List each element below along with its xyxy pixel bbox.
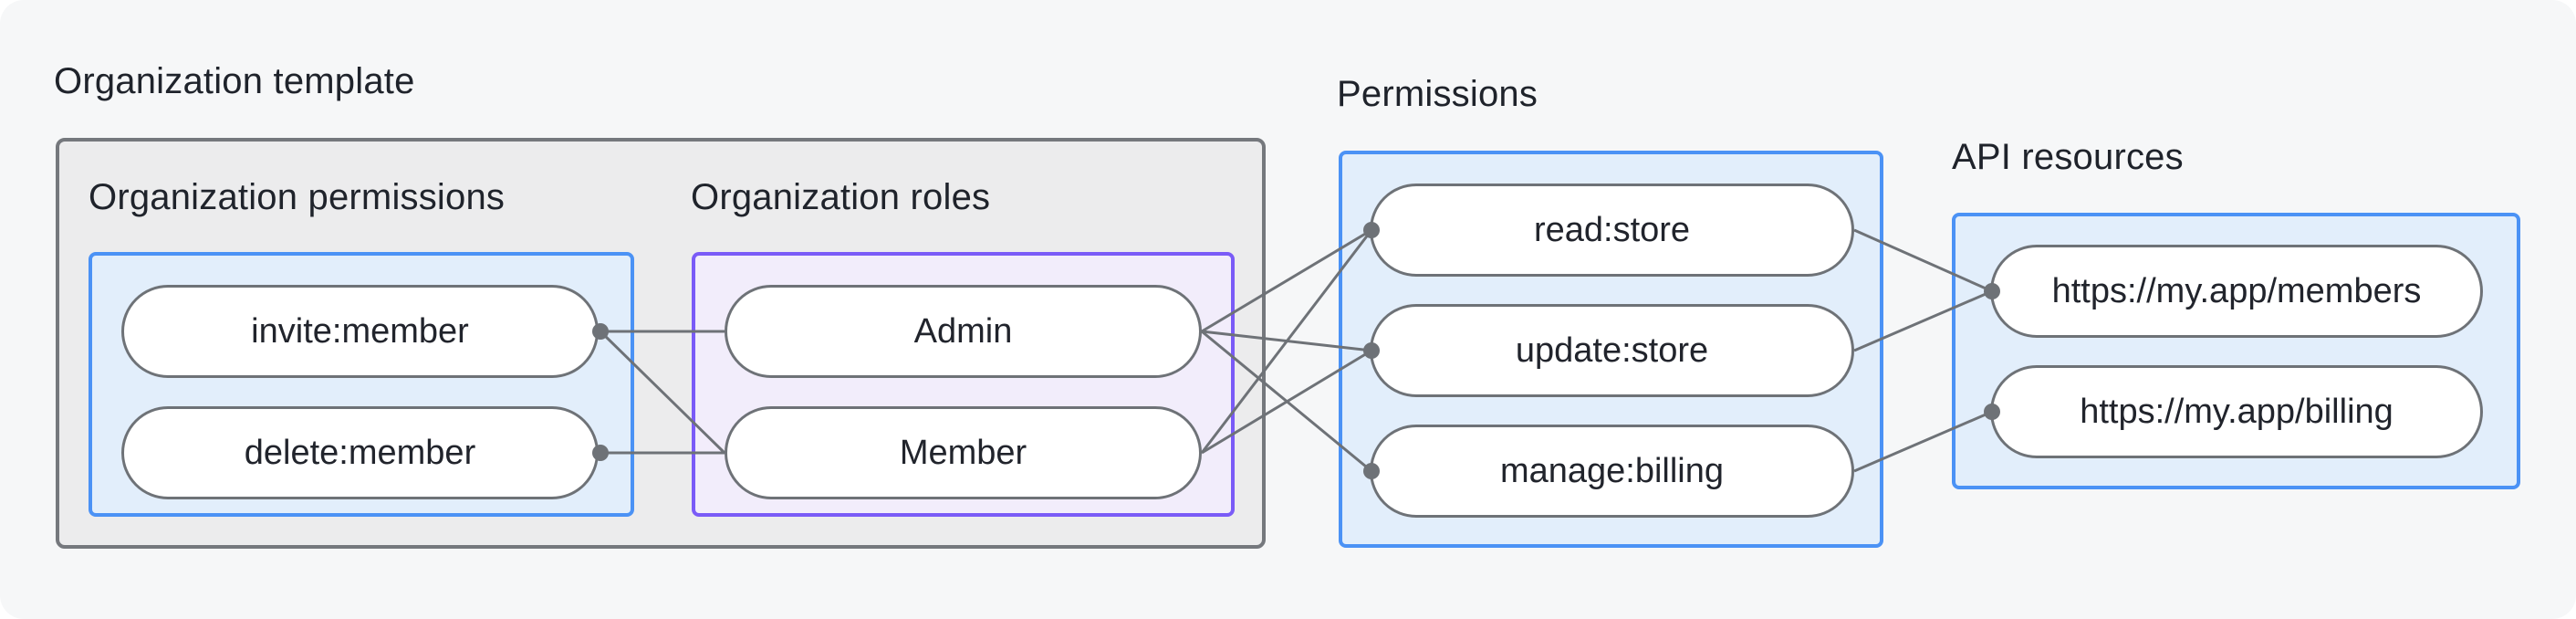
node-delete-member: delete:member [121,406,599,499]
node-api-billing: https://my.app/billing [1990,365,2483,458]
org-permissions-label: Organization permissions [89,177,506,217]
node-manage-billing: manage:billing [1370,425,1854,518]
node-admin: Admin [725,285,1202,378]
node-update-store: update:store [1370,304,1854,397]
api-resources-label: API resources [1952,137,2184,177]
diagram-title: Organization template [54,61,415,101]
permissions-label: Permissions [1337,74,1538,114]
node-api-members: https://my.app/members [1990,245,2483,338]
org-roles-label: Organization roles [691,177,991,217]
node-invite-member: invite:member [121,285,599,378]
node-read-store: read:store [1370,184,1854,277]
node-member: Member [725,406,1202,499]
